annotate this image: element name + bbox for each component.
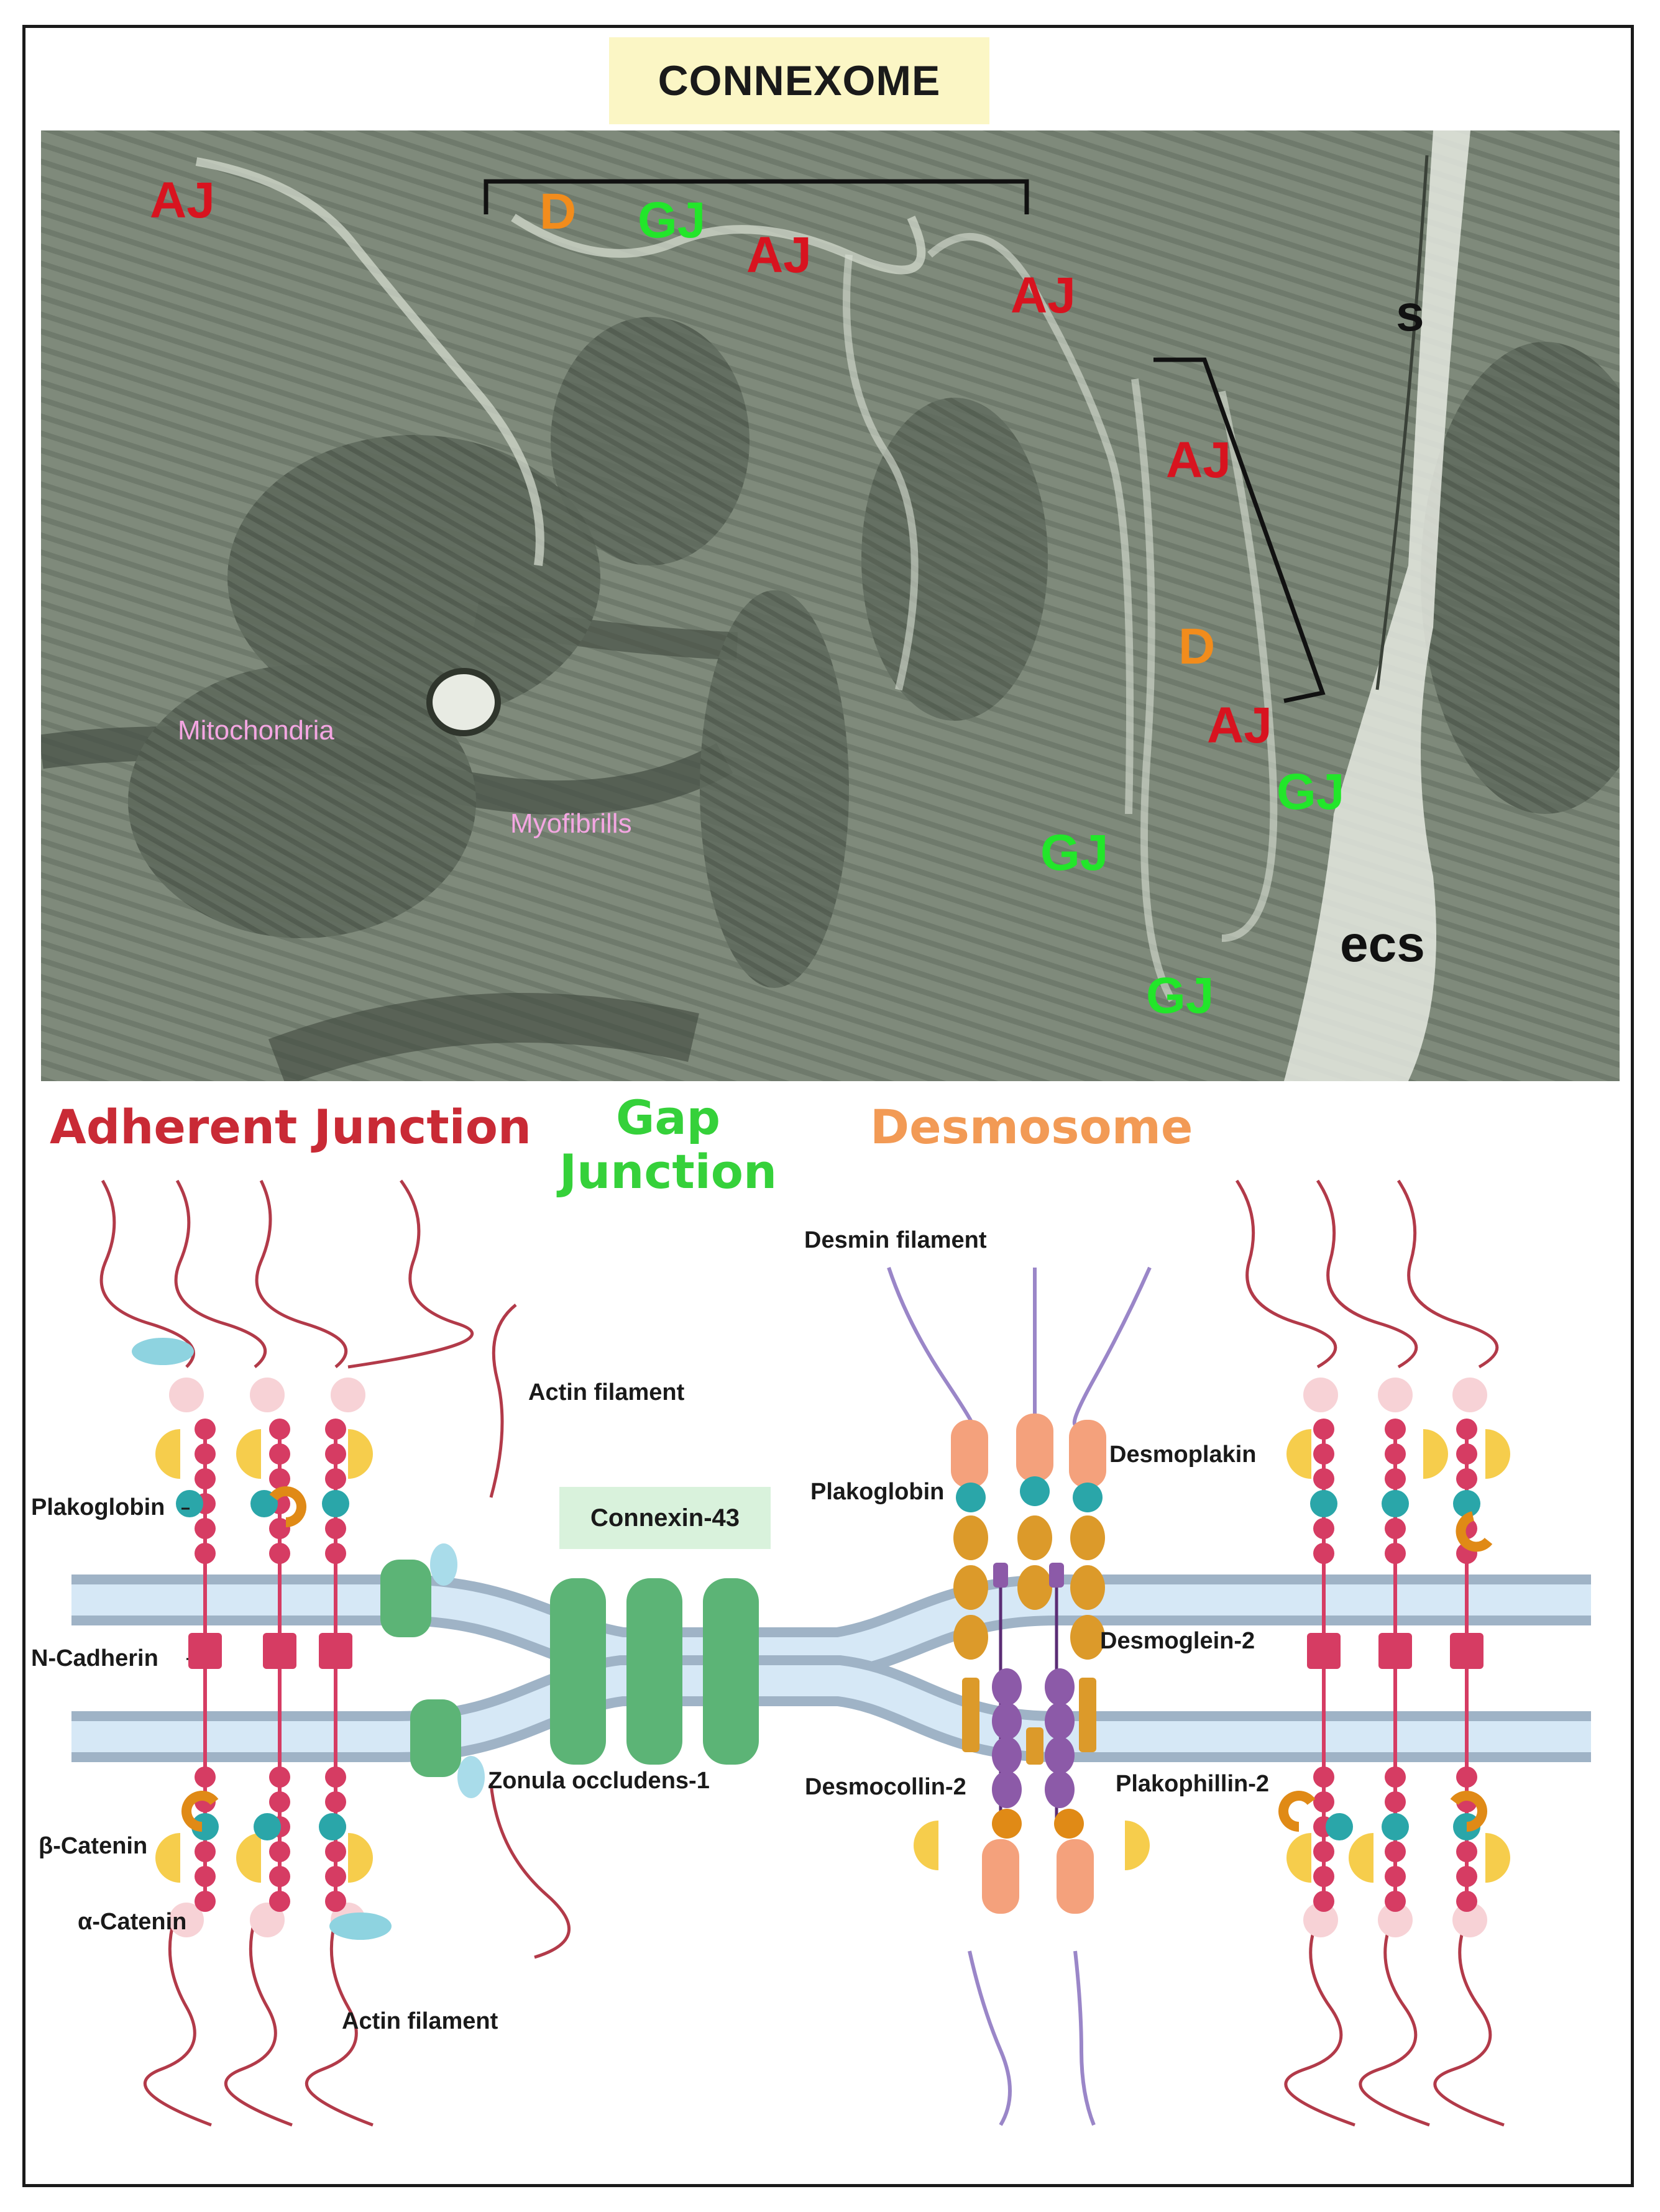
adherent-junction-left xyxy=(99,1179,474,2127)
mitochondrion xyxy=(128,665,476,938)
micro-label-aj: AJ xyxy=(1011,267,1076,324)
blue-protein xyxy=(329,1913,392,1940)
label-plakophillin: Plakophillin-2 xyxy=(1116,1771,1270,1797)
desmosome-heading: Desmosome xyxy=(870,1099,1193,1154)
extracellular-space xyxy=(1284,130,1470,1081)
title-box: CONNEXOME xyxy=(609,37,989,124)
adherent-junction-heading: Adherent Junction xyxy=(50,1099,532,1154)
mitochondrion xyxy=(551,317,750,565)
label-desmocollin: Desmocollin-2 xyxy=(805,1774,966,1800)
membrane-top xyxy=(71,1574,1591,1678)
gap-junction-line2: Junction xyxy=(559,1144,777,1200)
label-desmin-filament: Desmin filament xyxy=(804,1227,987,1253)
label-connexin: Connexin-43 xyxy=(590,1504,740,1532)
mitochondria-label: Mitochondria xyxy=(178,715,334,746)
label-desmoplakin: Desmoplakin xyxy=(1109,1442,1257,1468)
micro-label-ecs: ecs xyxy=(1340,916,1425,972)
micro-label-gj: GJ xyxy=(1146,967,1214,1024)
micro-label-aj: AJ xyxy=(1166,432,1231,488)
zonula-protein xyxy=(430,1543,457,1586)
label-plakoglobin-right: Plakoglobin xyxy=(810,1479,945,1505)
beta-catenin-group-top xyxy=(155,1429,373,1479)
connexome-bracket-right xyxy=(1153,357,1326,703)
beta-catenin-group-bottom xyxy=(155,1833,373,1883)
connexome-bracket-top xyxy=(484,179,1029,214)
label-plakoglobin-left: Plakoglobin xyxy=(31,1494,165,1520)
label-actin-filament-bottom: Actin filament xyxy=(342,2008,498,2034)
desmosome xyxy=(887,1266,1152,2126)
gap-junction-heading: Gap Junction xyxy=(528,1090,808,1199)
blue-protein xyxy=(132,1338,194,1365)
label-actin-filament-top: Actin filament xyxy=(528,1379,685,1405)
micro-label-s: s xyxy=(1396,285,1424,342)
micro-label-aj: AJ xyxy=(150,172,215,229)
micro-label-gj: GJ xyxy=(1040,825,1108,881)
mitochondrion xyxy=(1421,342,1620,814)
figure-title: CONNEXOME xyxy=(658,57,941,104)
mitochondrion xyxy=(700,590,849,988)
label-desmoglein: Desmoglein-2 xyxy=(1100,1628,1255,1654)
myofibrils-label: Myofibrills xyxy=(510,808,632,839)
adherent-junction-right xyxy=(1235,1179,1510,2127)
label-leaders xyxy=(181,1507,190,1660)
n-cadherin-chains xyxy=(176,1419,352,1912)
micrograph-svg: AJ D GJ AJ AJ s AJ D AJ GJ GJ ecs GJ Mit… xyxy=(41,130,1620,1081)
vesicle xyxy=(426,668,501,736)
actin-filaments-left xyxy=(99,1179,474,2127)
label-n-cadherin: N-Cadherin xyxy=(31,1645,158,1671)
electron-micrograph: AJ D GJ AJ AJ s AJ D AJ GJ GJ ecs GJ Mit… xyxy=(41,130,1620,1081)
label-beta-catenin: β-Catenin xyxy=(39,1833,148,1859)
micro-label-aj: AJ xyxy=(746,227,812,283)
mitochondrion xyxy=(227,435,600,721)
membrane-bottom xyxy=(71,1655,1591,1762)
label-alpha-catenin: α-Catenin xyxy=(78,1909,187,1935)
micro-label-d: D xyxy=(1178,618,1215,675)
micro-label-aj: AJ xyxy=(1207,697,1272,754)
micro-label-gj: GJ xyxy=(1277,764,1344,820)
gap-junction xyxy=(380,1304,759,1959)
gap-junction-line1: Gap xyxy=(615,1090,721,1145)
label-zonula-occludens: Zonula occludens-1 xyxy=(488,1768,710,1794)
figure-frame xyxy=(22,25,1634,2187)
micro-label-d: D xyxy=(539,183,576,240)
connexin-box: Connexin-43 xyxy=(559,1487,771,1549)
zonula-protein xyxy=(457,1756,485,1798)
micro-label-gj: GJ xyxy=(638,192,705,249)
alpha-catenin-group-top xyxy=(169,1378,365,1412)
